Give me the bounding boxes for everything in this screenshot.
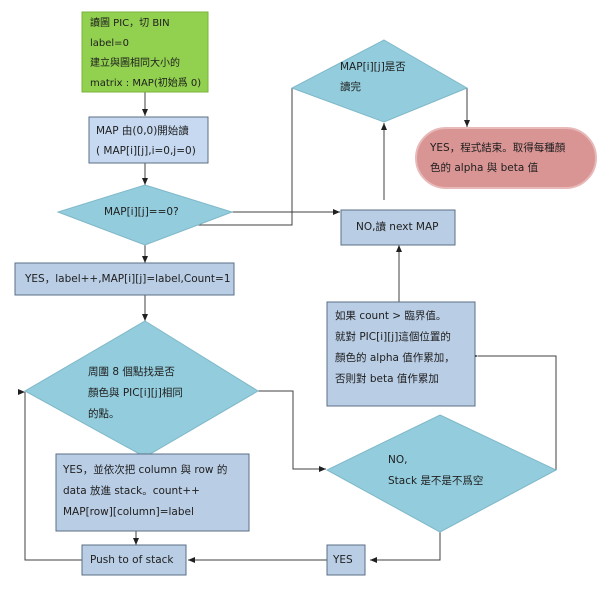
start-line-2: label=0 bbox=[90, 38, 129, 49]
check-zero-line-1: MAP[i][j]==0? bbox=[104, 206, 179, 218]
check-neighbors-line-2: 顏色與 PIC[i][j]相同 bbox=[88, 387, 183, 399]
yes-small-node-text: YES bbox=[333, 551, 353, 570]
stack-check-text: NO, Stack 是不是不爲空 bbox=[388, 450, 483, 492]
check-zero-text: MAP[i][j]==0? bbox=[104, 203, 179, 222]
init-read-node-text: MAP 由(0,0)開始讀 ( MAP[i][j],i=0,j=0) bbox=[96, 121, 196, 161]
end-line-1: YES，程式結束。取得每種顏 bbox=[430, 142, 566, 154]
push-data-node-box bbox=[55, 453, 250, 532]
push-data-line-2: data 放進 stack。count++ bbox=[63, 485, 200, 497]
start-line-4: matrix : MAP(初始爲 0) bbox=[90, 78, 202, 89]
edge-check-neighbors-to-stack-check bbox=[258, 390, 326, 472]
threshold-line-3: 顏色的 alpha 值作累加， bbox=[335, 352, 455, 364]
stack-check-decision bbox=[325, 414, 558, 533]
next-map-node-box bbox=[340, 209, 456, 246]
init-read-node-box bbox=[88, 116, 209, 164]
end-line-2: 色的 alpha 與 beta 值 bbox=[430, 162, 539, 174]
threshold-node-text: 如果 count > 臨界值。 就對 PIC[i][j]這個位置的 顏色的 al… bbox=[335, 306, 455, 390]
yes-label-node-box bbox=[14, 262, 235, 296]
init-read-line-2: ( MAP[i][j],i=0,j=0) bbox=[96, 145, 196, 157]
read-done-line-1: MAP[i][j]是否 bbox=[340, 61, 406, 73]
edge-push-stack-to-check-neighbors bbox=[22, 392, 82, 561]
threshold-node-box bbox=[326, 301, 476, 407]
check-neighbors-line-1: 周圍 8 個點找是否 bbox=[88, 366, 175, 378]
check-neighbors-text: 周圍 8 個點找是否 顏色與 PIC[i][j]相同 的點。 bbox=[88, 362, 183, 425]
push-stack-line-1: Push to of stack bbox=[90, 554, 174, 566]
edge-stack-check-to-threshold bbox=[478, 353, 557, 470]
init-read-line-1: MAP 由(0,0)開始讀 bbox=[96, 125, 189, 137]
read-done-text: MAP[i][j]是否 讀完 bbox=[340, 57, 406, 97]
start-line-1: 讀圖 PIC，切 BIN bbox=[90, 18, 170, 29]
yes-label-line-1: YES，label++,MAP[i][j]=label,Count=1 bbox=[25, 273, 231, 285]
threshold-line-4: 否則對 beta 值作累加 bbox=[335, 373, 439, 385]
read-done-decision bbox=[290, 39, 469, 123]
yes-small-line-1: YES bbox=[333, 554, 353, 566]
threshold-line-2: 就對 PIC[i][j]這個位置的 bbox=[335, 331, 451, 343]
start-node-text: 讀圖 PIC，切 BIN label=0 建立與圖相同大小的 matrix : … bbox=[90, 14, 201, 94]
push-stack-node-box bbox=[81, 544, 187, 576]
start-line-3: 建立與圖相同大小的 bbox=[90, 58, 180, 69]
threshold-line-1: 如果 count > 臨界值。 bbox=[335, 310, 447, 322]
push-data-line-1: YES，並依次把 column 與 row 的 bbox=[63, 464, 228, 476]
stack-check-line-2: Stack 是不是不爲空 bbox=[388, 475, 484, 487]
push-data-line-3: MAP[row][column]=label bbox=[63, 506, 194, 518]
next-map-line-1: NO,讀 next MAP bbox=[356, 221, 439, 233]
push-data-node-text: YES，並依次把 column 與 row 的 data 放進 stack。co… bbox=[63, 460, 227, 523]
start-node-box bbox=[81, 11, 209, 93]
edge-stack-check-to-yes-small bbox=[370, 532, 441, 563]
check-neighbors-line-3: 的點。 bbox=[88, 408, 120, 420]
next-map-node-text: NO,讀 next MAP bbox=[356, 218, 438, 237]
check-zero-decision bbox=[56, 184, 234, 246]
read-done-line-2: 讀完 bbox=[340, 81, 361, 93]
stack-check-line-1: NO, bbox=[388, 454, 408, 466]
yes-label-node-text: YES，label++,MAP[i][j]=label,Count=1 bbox=[25, 270, 231, 289]
yes-small-node-box bbox=[326, 544, 366, 576]
push-stack-node-text: Push to of stack bbox=[90, 551, 173, 570]
end-node-text: YES，程式結束。取得每種顏 色的 alpha 與 beta 值 bbox=[430, 138, 565, 178]
end-node-terminator bbox=[415, 127, 597, 189]
